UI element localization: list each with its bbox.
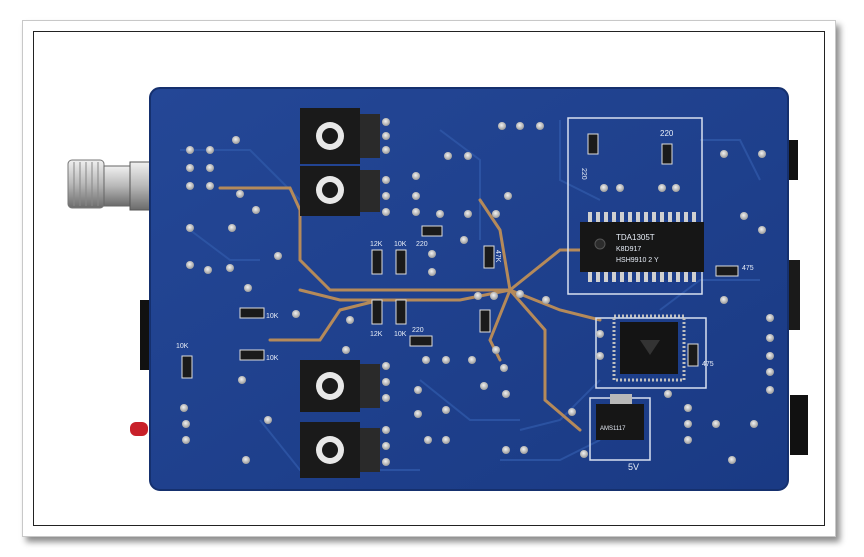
transistor-1 [300,108,380,164]
potentiometer-knob [67,159,157,211]
regulator-ams1117: AMS1117 5V [596,394,644,472]
silk-10k-left-b: 10K [266,355,279,362]
transistor-4 [300,422,380,478]
silk-475-b: 475 [702,361,714,368]
ic-label-2: K8D917 [616,246,641,253]
silk-47k: 47K [494,250,501,263]
silk-220-a: 220 [580,168,587,180]
transistor-2 [300,166,380,216]
smd-resistors: 220 220 47K 12K 10K 220 12K 10K 220 10K … [176,129,754,379]
ic-qfp [612,314,686,382]
silk-10k-vert: 10K [176,343,189,350]
reg-label: AMS1117 [600,426,626,432]
ic-label-1: TDA1305T [616,233,655,242]
silk-12k: 12K [370,241,383,248]
silk-10k-left-a: 10K [266,313,279,320]
silk-220-b: 220 [660,129,674,138]
silk-475-a: 475 [742,265,754,272]
ic-tda1305t: TDA1305T K8D917 HSH9910 2 Y [580,212,704,282]
label-5v: 5V [628,462,639,472]
ic-label-3: HSH9910 2 Y [616,257,659,264]
solder-pads [180,118,774,466]
silk-12k-b: 12K [370,331,383,338]
power-transistors [300,108,380,478]
silk-220-mid: 220 [416,241,428,248]
silk-220-c: 220 [412,327,424,334]
transistor-3 [300,360,380,412]
silk-10k: 10K [394,241,407,248]
silk-10k-b: 10K [394,331,407,338]
red-led [130,422,148,436]
